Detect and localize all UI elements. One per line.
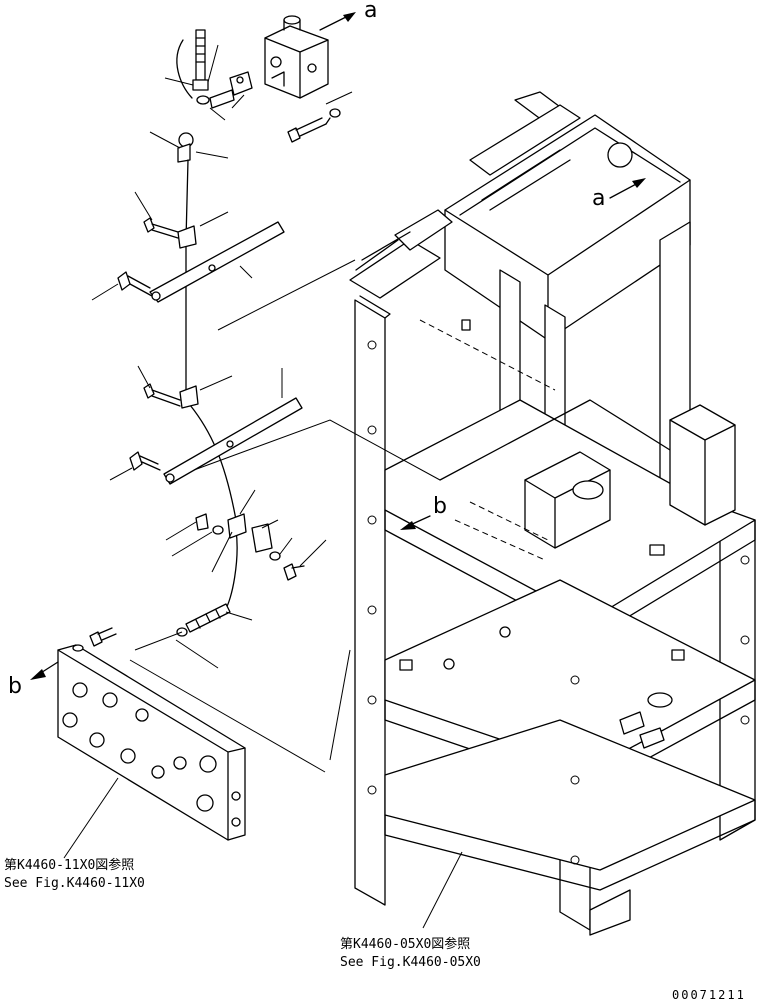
- drawing-code: 00071211: [672, 988, 746, 1002]
- hose-fitting: [164, 29, 253, 121]
- callout-b-frame: b: [433, 494, 447, 519]
- arrow-to-a-top: [319, 12, 356, 31]
- frame-leader: [422, 851, 463, 929]
- lower-hose: [129, 603, 326, 773]
- arrow-to-a-frame: [609, 178, 646, 199]
- callout-a-top: a: [364, 0, 378, 23]
- callout-a-frame: a: [592, 186, 606, 211]
- clip-1: [149, 131, 229, 163]
- callout-b-plate: b: [8, 674, 22, 699]
- stay-1: [91, 191, 285, 303]
- bracket-to-stay1-leader: [217, 259, 356, 331]
- bracket-to-stay2-leader: [193, 419, 441, 481]
- main-frame: [349, 91, 756, 936]
- clip-cluster: [165, 489, 327, 581]
- valve-block: [264, 15, 329, 99]
- frame-side-leader: [329, 649, 351, 761]
- stay-2: [109, 365, 303, 485]
- arrow-to-b-plate: [30, 661, 59, 680]
- frame-reference-jp: 第K4460-05X0図参照: [340, 937, 471, 952]
- arrow-to-b-frame: [400, 515, 431, 530]
- connector-plate: [57, 627, 246, 841]
- plate-reference-jp: 第K4460-11X0図参照: [4, 858, 135, 873]
- frame-reference-en: See Fig.K4460-05X0: [340, 955, 481, 970]
- plate-leader: [63, 777, 119, 859]
- plate-reference-en: See Fig.K4460-11X0: [4, 876, 145, 891]
- valve-bolt: [287, 91, 353, 143]
